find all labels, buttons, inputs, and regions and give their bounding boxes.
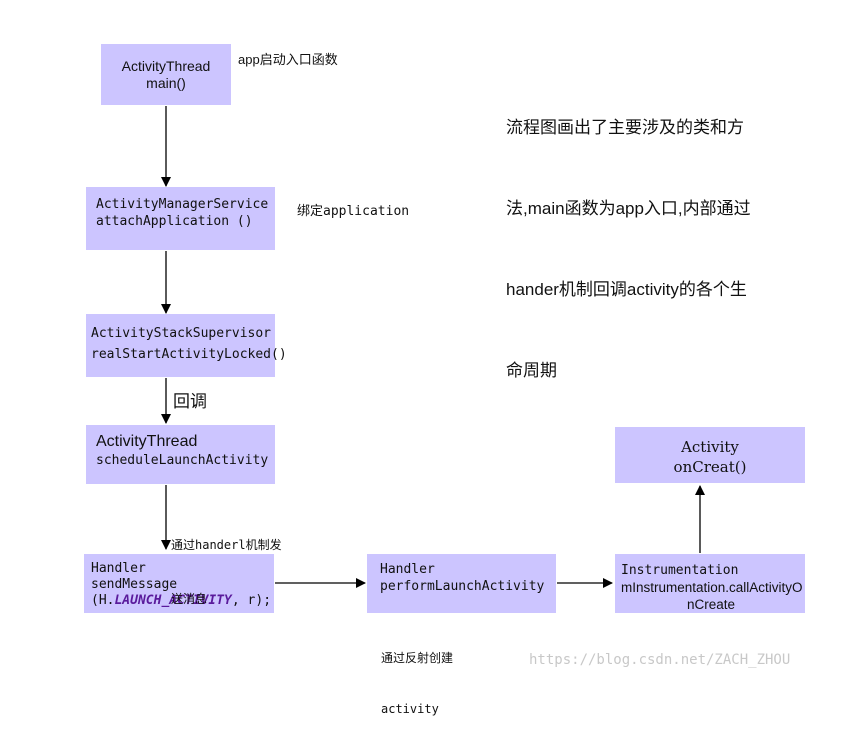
activity-thread-schedule-box: ActivityThread scheduleLaunchActivity — [86, 425, 275, 484]
box-method: main() — [146, 75, 186, 91]
description-line: 命周期 — [506, 361, 557, 380]
activity-manager-service-box: ActivityManagerService attachApplication… — [86, 187, 275, 250]
callback-note: 回调 — [173, 392, 207, 411]
box-method: attachApplication () — [96, 214, 253, 229]
handler-perform-launch-box: Handler performLaunchActivity — [367, 554, 556, 613]
bind-application-note: 绑定application — [297, 204, 410, 219]
description-line: hander机制回调activity的各个生 — [506, 280, 747, 299]
box-method: sendMessage — [91, 577, 178, 592]
box-title: Handler — [380, 562, 435, 577]
box-title: ActivityThread — [121, 58, 211, 74]
entry-note: app启动入口函数 — [238, 52, 338, 67]
box-title: Handler — [91, 561, 146, 576]
box-title: Activity — [681, 438, 739, 456]
box-title: ActivityManagerService — [96, 197, 269, 212]
description-line: 流程图画出了主要涉及的类和方 — [506, 118, 744, 137]
box-method: performLaunchActivity — [380, 579, 545, 594]
activity-stack-supervisor-box: ActivityStackSupervisor realStartActivit… — [86, 314, 287, 377]
description-line: 法,main函数为app入口,内部通过 — [506, 199, 751, 218]
watermark: https://blog.csdn.net/ZACH_ZHOU — [529, 652, 791, 668]
box-method-continued: nCreate — [687, 597, 736, 612]
box-arguments: (H.LAUNCH_ACTIVITY, r); — [91, 593, 274, 609]
note-line: 通过handerl机制发 — [171, 538, 282, 552]
activity-oncreate-box: Activity onCreat() — [615, 427, 805, 483]
box-title: Instrumentation — [621, 563, 739, 578]
box-title: ActivityStackSupervisor — [91, 326, 272, 341]
instrumentation-box: Instrumentation mInstrumentation.callAct… — [615, 554, 805, 613]
arg-prefix: (H. — [91, 593, 115, 608]
note-line: activity — [381, 702, 439, 716]
description-text: 流程图画出了主要涉及的类和方 法,main函数为app入口,内部通过 hande… — [506, 60, 751, 411]
box-title: ActivityThread — [96, 433, 198, 450]
handler-send-message-box: Handler sendMessage (H.LAUNCH_ACTIVITY, … — [84, 554, 274, 613]
arg-suffix: , r); — [231, 593, 272, 608]
note-line: 送消息 — [171, 592, 208, 606]
box-method: scheduleLaunchActivity — [96, 453, 269, 468]
reflection-note: 通过反射创建 activity — [381, 616, 453, 735]
box-method: onCreat() — [673, 458, 747, 476]
handler-mechanism-note: 通过handerl机制发 送消息 — [171, 500, 282, 626]
box-method: realStartActivityLocked() — [91, 347, 287, 362]
launch-activity-constant: LAUNCH_ACTIVITY — [114, 593, 232, 608]
box-method: mInstrumentation.callActivityO — [621, 580, 803, 595]
note-line: 通过反射创建 — [381, 651, 454, 665]
flow-arrows — [161, 106, 705, 588]
activity-thread-main-box: ActivityThread main() — [101, 44, 231, 105]
